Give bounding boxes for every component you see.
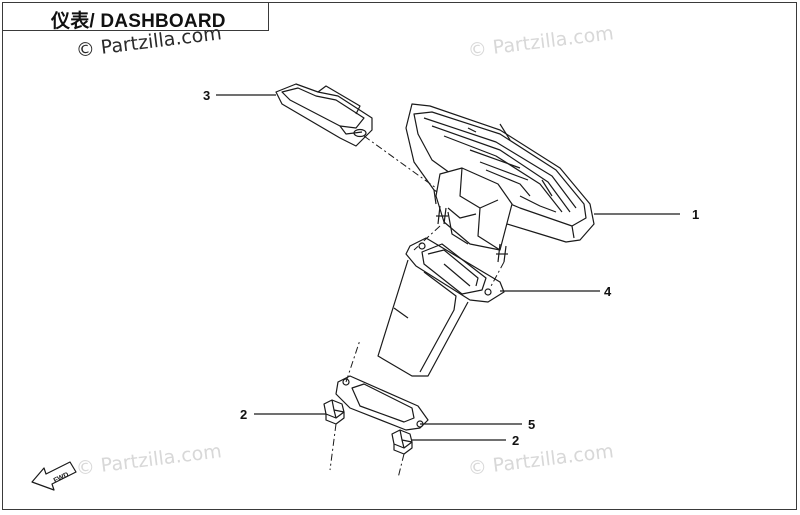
- callout-2-left: 2: [240, 407, 247, 422]
- callout-5: 5: [528, 417, 535, 432]
- part-4-upper-gasket[interactable]: [405, 237, 505, 303]
- fwd-arrow-icon: FWD: [31, 461, 77, 491]
- callout-1: 1: [692, 207, 699, 222]
- part-5-lower-gasket[interactable]: [335, 375, 429, 431]
- part-1-instrument-cluster[interactable]: [405, 103, 595, 263]
- callout-2-right: 2: [512, 433, 519, 448]
- part-2-nut-right[interactable]: [391, 429, 413, 455]
- title-box: 仪表/ DASHBOARD: [3, 3, 269, 32]
- assembly-centerlines: [329, 135, 505, 479]
- callout-3: 3: [203, 88, 210, 103]
- callout-leaders: [216, 94, 680, 441]
- part-3-bracket[interactable]: [275, 83, 373, 147]
- part-2-nut-left[interactable]: [323, 399, 345, 425]
- housing-shroud: [377, 259, 471, 377]
- page-title: 仪表/ DASHBOARD: [51, 11, 226, 32]
- callout-4: 4: [604, 284, 612, 299]
